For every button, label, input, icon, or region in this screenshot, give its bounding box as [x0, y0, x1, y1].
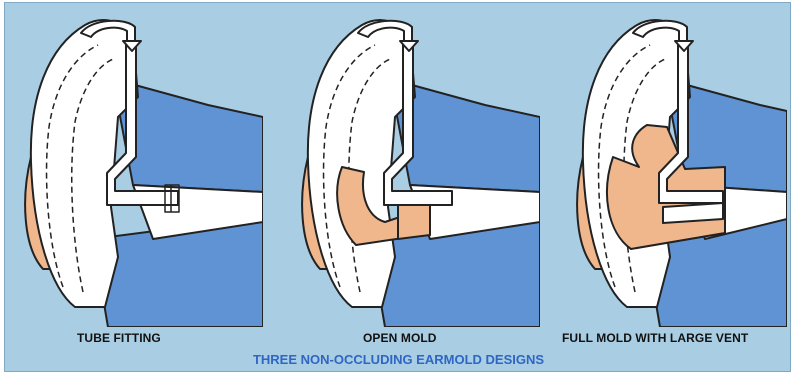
tube-fitting-illustration: [13, 7, 263, 327]
earmold-diagram: TUBE FITTING OPEN MOLD FULL MOLD WITH LA…: [4, 2, 791, 372]
large-vent: [663, 203, 723, 223]
label-tube-fitting: TUBE FITTING: [77, 331, 161, 345]
label-full-mold: FULL MOLD WITH LARGE VENT: [562, 331, 748, 345]
figure-title: THREE NON-OCCLUDING EARMOLD DESIGNS: [5, 352, 792, 367]
open-mold-illustration: [290, 7, 540, 327]
full-mold-illustration: [565, 7, 787, 327]
label-open-mold: OPEN MOLD: [363, 331, 437, 345]
